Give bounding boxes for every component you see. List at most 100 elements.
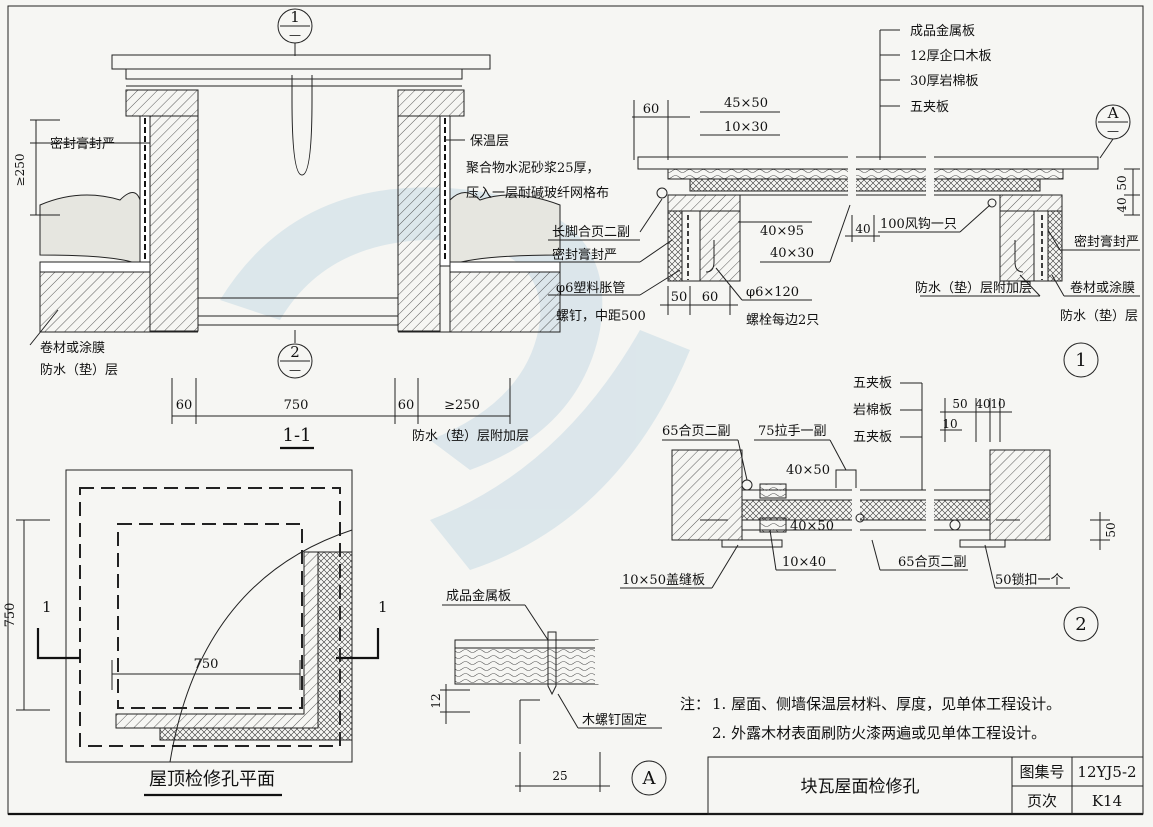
- plan-view: 750 750 1 1 屋顶检修孔平面: [3, 469, 388, 797]
- plan-opening: [117, 523, 303, 709]
- label-mesh: 压入一层耐碱玻纤网格布: [466, 185, 609, 201]
- d2-label-hinge-top: 65合页二副: [662, 424, 731, 439]
- detail-2: 五夹板 岩棉板 五夹板 50 40 10 10 65合页二副: [620, 376, 1118, 642]
- d1-dim-45x50: 45×50: [724, 96, 768, 111]
- callout-top-num: 1: [290, 8, 300, 26]
- da-screw: [547, 631, 557, 696]
- plan-mark-left: 1: [42, 598, 52, 616]
- d1-wood: [667, 168, 1064, 180]
- watermark-logo: [220, 187, 690, 570]
- callout-a-letter: A: [1107, 104, 1119, 122]
- d2-dim-40: 40: [975, 397, 990, 411]
- dim-750: 750: [284, 398, 309, 413]
- callout-bottom-den: —: [289, 363, 301, 377]
- plan-break-curve: [169, 529, 353, 763]
- dim-ge250-left: ≥250: [13, 154, 27, 187]
- plan-insulation: [159, 551, 353, 741]
- d2-left-wall: [671, 449, 743, 541]
- d1-dim-40: 40: [1115, 197, 1129, 212]
- leader-rockwool: 30厚岩棉板: [910, 74, 979, 89]
- left-roof-tiles: [39, 192, 141, 266]
- d2-right-wall: [989, 449, 1051, 541]
- dim-ge250: ≥250: [444, 398, 480, 413]
- d2-label-hinge-bottom: 65合页二副: [898, 555, 967, 570]
- detail-1-number-circle: [1063, 342, 1099, 378]
- d2-dim-40x50-top: 40×50: [786, 463, 830, 478]
- detail-1: 成品金属板 12厚企口木板 30厚岩棉板 五夹板 60 45×50 10×30 …: [548, 23, 1140, 378]
- section-1-1: 1 — 2: [13, 8, 609, 450]
- atlas-label: 图集号: [1019, 763, 1064, 781]
- plan-dim-h: 750: [194, 657, 219, 672]
- d1-dim-50b: 50: [671, 290, 688, 305]
- cover-plate: [111, 54, 491, 70]
- dim-60-a: 60: [176, 398, 193, 413]
- detail-a-callout: A —: [1095, 104, 1131, 159]
- section-callout-bottom: 2 —: [277, 330, 313, 379]
- page-label: 页次: [1027, 792, 1057, 810]
- d2-dim-50: 50: [952, 397, 967, 411]
- left-curb-cap: [125, 89, 199, 117]
- d1-label-bolt: φ6×120: [746, 285, 799, 300]
- d2-dim-50-right: 50: [1104, 522, 1118, 537]
- d1-label-waterproof: 防水（垫）层: [1060, 308, 1138, 324]
- da-dim-25: 25: [552, 769, 567, 783]
- left-roof-slab: [39, 271, 151, 333]
- section-callout-top: 1 —: [277, 8, 313, 56]
- opening-frame: [197, 297, 399, 317]
- notes-prefix: 注：: [680, 695, 710, 713]
- d1-label-windhook: 100风钩一只: [880, 217, 957, 232]
- d2-dim-10x40: 10×40: [782, 555, 826, 570]
- callout-a-den: —: [1107, 124, 1119, 138]
- detail-a-number-circle: [631, 760, 667, 796]
- leader-wood-board: 12厚企口木板: [910, 48, 992, 64]
- d2-label-plywood-b: 五夹板: [853, 430, 892, 445]
- detail-a-letter: A: [642, 768, 657, 789]
- right-curb-cap: [397, 89, 465, 117]
- da-label-metal-plate: 成品金属板: [446, 588, 511, 604]
- detail-a: 成品金属板 木螺钉固定 12 25 A: [429, 588, 667, 796]
- cover-frame: [125, 68, 463, 80]
- callout-top-den: —: [289, 28, 301, 42]
- d1-left-cap: [667, 194, 741, 212]
- d1-label-sealant: 密封膏封严: [552, 247, 617, 263]
- da-label-screw: 木螺钉固定: [582, 713, 647, 728]
- label-membrane: 卷材或涂膜: [40, 340, 105, 356]
- note-2: 2. 外露木材表面刷防火漆两遍或见单体工程设计。: [712, 724, 1046, 742]
- d1-dim-40b: 40: [855, 222, 870, 236]
- section-dimensions: 60 750 60 ≥250 防水（垫）层附加层: [171, 378, 529, 444]
- d2-label-plywood-a: 五夹板: [853, 376, 892, 391]
- plan-title: 屋顶检修孔平面: [149, 769, 275, 790]
- drawing-title: 块瓦屋面检修孔: [801, 777, 920, 797]
- da-dim-12: 12: [429, 693, 443, 708]
- dim-note: 防水（垫）层附加层: [412, 428, 529, 444]
- label-mortar: 聚合物水泥砂浆25厚，: [466, 161, 600, 176]
- d1-label-sealant-right: 密封膏封严: [1074, 234, 1139, 250]
- d2-label-cover-strip: 10×50盖缝板: [622, 573, 705, 588]
- d1-dim-10x30: 10×30: [724, 120, 768, 135]
- d2-rockwool: [741, 499, 991, 521]
- atlas-value: 12YJ5-2: [1077, 763, 1136, 781]
- d1-label-membrane: 卷材或涂膜: [1070, 280, 1135, 296]
- callout-bottom-num: 2: [290, 343, 300, 361]
- left-curb-wall: [149, 115, 199, 332]
- right-roof-slab: [449, 271, 561, 333]
- d1-hinge: [656, 187, 668, 199]
- d1-label-expansion: φ6塑料胀管: [556, 281, 625, 296]
- title-block: 块瓦屋面检修孔 图集号 12YJ5-2 页次 K14: [707, 756, 1144, 815]
- plan-curb-section: [115, 551, 319, 729]
- right-roof-tiles: [449, 192, 561, 266]
- dim-60-b: 60: [398, 398, 415, 413]
- d1-dim-60: 60: [643, 102, 660, 117]
- d1-dim-40x95: 40×95: [760, 224, 804, 239]
- detail-2-number-circle: [1063, 606, 1099, 642]
- d1-right-cap: [999, 194, 1063, 212]
- notes: 注： 1. 屋面、侧墙保温层材料、厚度，见单体工程设计。 2. 外露木材表面刷防…: [680, 695, 1061, 742]
- d1-label-hinge: 长脚合页二副: [552, 224, 630, 240]
- d1-metal-plate: [637, 156, 1099, 170]
- da-wood-board: [454, 647, 599, 685]
- detail-2-number: 2: [1075, 614, 1086, 635]
- label-insulation: 保温层: [470, 134, 509, 149]
- leader-metal-plate: 成品金属板: [910, 23, 975, 39]
- label-waterproof-layer: 防水（垫）层: [40, 362, 118, 378]
